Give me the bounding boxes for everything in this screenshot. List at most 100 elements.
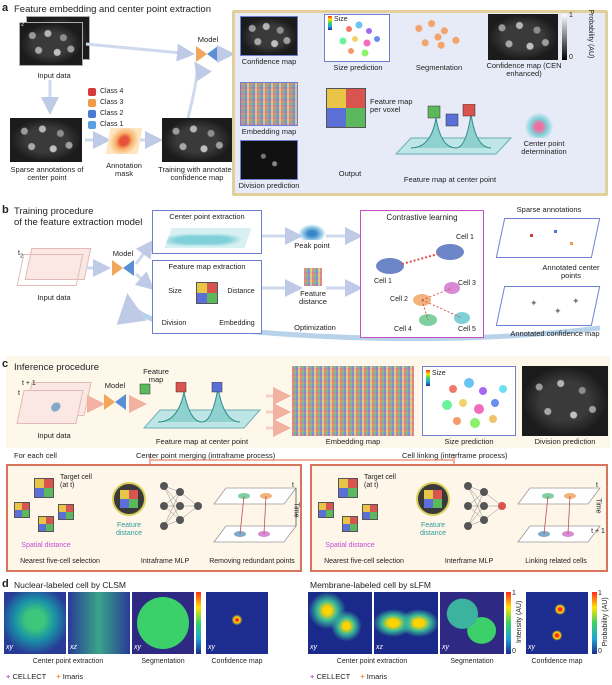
svg-text:✦: ✦ bbox=[554, 306, 562, 316]
b-input-label: Input data bbox=[37, 293, 71, 302]
b-model-label: Model bbox=[112, 249, 134, 258]
d-right-seg-title: Segmentation bbox=[450, 658, 494, 665]
d-prob-label: Probability (AU) bbox=[602, 597, 610, 647]
d-right-legend-imaris: + Imaris bbox=[360, 672, 388, 681]
m-feature-circle-cube bbox=[120, 490, 138, 508]
cell-3: Cell 3 bbox=[458, 280, 476, 287]
class-legend: Class 4 Class 3 Class 2 Class 1 bbox=[88, 86, 144, 130]
c-size-dots bbox=[442, 378, 507, 428]
panel-b-title-2: of the feature extraction model bbox=[14, 217, 143, 228]
c-size-image bbox=[422, 366, 516, 436]
division-prediction-image bbox=[240, 140, 298, 180]
training-confidence-image bbox=[162, 118, 232, 162]
d-left-confidence bbox=[206, 592, 268, 654]
panel-b: b Training procedure of the feature extr… bbox=[0, 202, 612, 352]
d-left-seg-cell bbox=[137, 597, 189, 649]
annotation-mask-label: Annotation mask bbox=[106, 161, 142, 179]
d-left-xy bbox=[4, 592, 66, 654]
training-label: Training with annotated confidence map bbox=[158, 165, 236, 183]
annotated-crosses: ✦✦✦ bbox=[530, 296, 580, 316]
b-division-label: Division bbox=[161, 320, 187, 327]
c-size-colorbar bbox=[426, 370, 430, 386]
m-time-label: Time bbox=[292, 502, 300, 518]
size-dots bbox=[339, 21, 380, 57]
l-feature-distance-label: Feature distance bbox=[419, 522, 447, 537]
b-optimization-label: Optimization bbox=[294, 323, 336, 332]
panel-a: a Feature embedding and center point ext… bbox=[0, 0, 612, 200]
m-cube-1 bbox=[14, 502, 30, 518]
prob-min-a: 0 bbox=[569, 54, 573, 61]
m-time-planes bbox=[213, 487, 297, 543]
l-mlp-network bbox=[464, 482, 506, 530]
confidence-map-image bbox=[240, 16, 298, 56]
c-model-label: Model bbox=[104, 381, 126, 390]
cell-5: Cell 5 bbox=[458, 326, 476, 333]
center-extraction-surface bbox=[164, 228, 252, 248]
l-cube-1 bbox=[318, 502, 334, 518]
d-right-xz bbox=[374, 592, 438, 654]
annotation-mask bbox=[105, 128, 143, 154]
imaris-marker-icon: + bbox=[56, 672, 61, 681]
class-1-icon bbox=[88, 120, 96, 129]
m-feature-circle bbox=[112, 482, 146, 516]
b-feature-distance-icon bbox=[304, 268, 322, 286]
d-right-xy-label: xy bbox=[310, 644, 317, 651]
cen-confidence-image bbox=[488, 14, 558, 60]
c-size-label: Size bbox=[432, 370, 446, 377]
panel-d: d Nuclear-labeled cell by CLSM Membrane-… bbox=[0, 578, 612, 685]
sparse-annotations-label: Sparse annotations of center point bbox=[10, 165, 84, 183]
d-right-conf-title: Confidence map bbox=[531, 658, 583, 665]
m-cube-2 bbox=[58, 504, 74, 520]
division-prediction-label-a: Division prediction bbox=[238, 181, 300, 190]
c-input-label: Input data bbox=[37, 431, 71, 440]
model-icon-b bbox=[112, 260, 134, 276]
intraframe-label: Intraframe MLP bbox=[140, 558, 190, 565]
for-each-cell-label: For each cell bbox=[14, 451, 57, 460]
merging-label: Center point merging (intraframe process… bbox=[136, 451, 276, 460]
l-nearest-label: Nearest five-cell selection bbox=[324, 558, 404, 565]
cellect-marker-icon-r: + bbox=[310, 672, 315, 681]
d-one-label: 1 bbox=[512, 590, 516, 597]
b-distance-label: Distance bbox=[227, 288, 255, 295]
d-right-conf-xy-label: xy bbox=[528, 644, 535, 651]
d-right-seg-xy-label: xy bbox=[442, 644, 449, 651]
c-embedding-image bbox=[292, 366, 414, 436]
removing-label: Removing redundant points bbox=[209, 558, 295, 565]
panel-d-letter: d bbox=[2, 578, 9, 590]
l-target-cube bbox=[338, 478, 358, 498]
d-right-legend-cellect: + CELLECT bbox=[310, 672, 351, 681]
b-frame-label: t2 bbox=[18, 250, 24, 260]
size-prediction-image bbox=[324, 14, 390, 62]
input-frame-front bbox=[19, 22, 83, 66]
input-data-label: Input data bbox=[37, 71, 71, 80]
flow-arrows-b bbox=[86, 227, 601, 342]
d-right-confidence bbox=[526, 592, 588, 654]
center-point-icon bbox=[522, 110, 556, 138]
annotated-center-label: Annotated center points bbox=[542, 263, 600, 281]
panel-c-letter: c bbox=[2, 358, 9, 370]
class-4-icon bbox=[88, 87, 96, 96]
d-right-intensity-bar bbox=[506, 592, 511, 654]
cell-4: Cell 4 bbox=[394, 326, 412, 333]
l-target-label: Target cell (at t) bbox=[364, 474, 396, 489]
d-left-legend: + CELLECT + Imaris bbox=[6, 672, 83, 681]
m-cube-3 bbox=[38, 516, 54, 532]
size-label-a: Size bbox=[334, 16, 348, 23]
confidence-map-label: Confidence map bbox=[241, 57, 297, 66]
m-nearest-label: Nearest five-cell selection bbox=[20, 558, 100, 565]
d-prob-zero: 0 bbox=[598, 648, 602, 655]
l-time-label: Time bbox=[594, 498, 602, 514]
annotated-confidence-label: Annotated confidence map bbox=[510, 329, 600, 338]
panel-b-title-1: Training procedure bbox=[14, 206, 94, 217]
c-feature-center-label: Feature map at center point bbox=[155, 437, 249, 446]
l-t1-label: t + 1 bbox=[591, 528, 605, 535]
c-feature-map-label: Feature map bbox=[143, 367, 169, 385]
l-cube-3 bbox=[342, 516, 358, 532]
class-3-icon bbox=[88, 98, 96, 107]
frame-label-t: t2 bbox=[19, 18, 25, 28]
l-feature-circle-cube bbox=[424, 490, 442, 508]
imaris-marker-icon-r: + bbox=[360, 672, 365, 681]
model-icon-c bbox=[104, 394, 126, 410]
panel-a-letter: a bbox=[2, 2, 9, 14]
size-colorbar bbox=[328, 16, 332, 30]
